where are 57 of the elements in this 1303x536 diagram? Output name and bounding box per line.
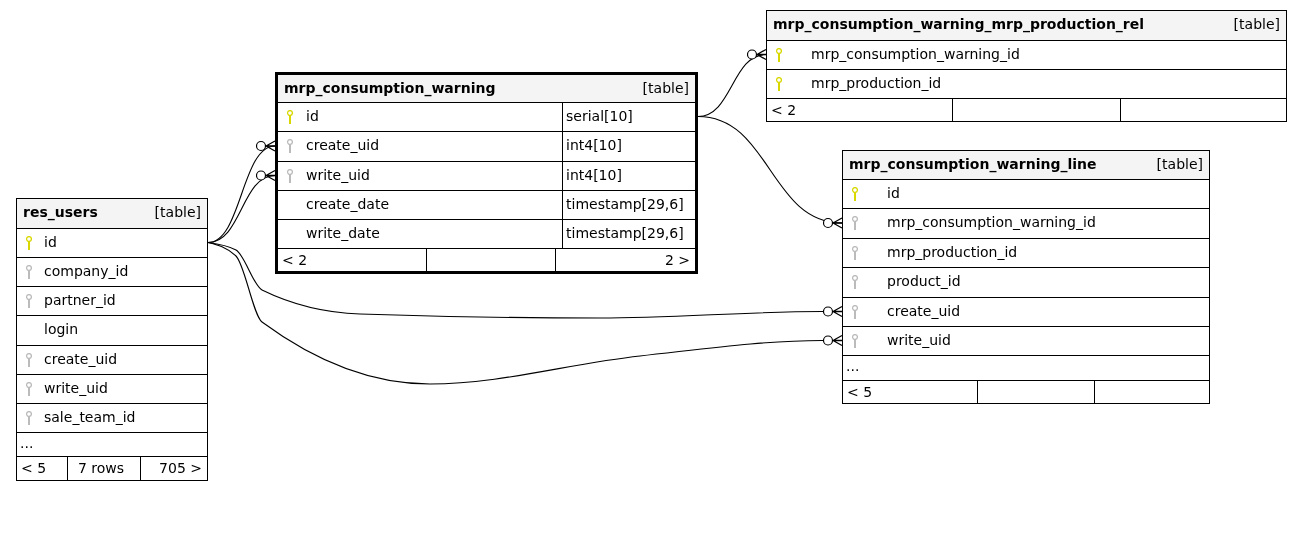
- column-type: timestamp[29,6]: [562, 191, 695, 219]
- column-name: mrp_production_id: [811, 75, 942, 91]
- column-name: login: [44, 321, 79, 337]
- column-name: mrp_consumption_warning_id: [811, 46, 1020, 62]
- column-name: product_id: [887, 273, 961, 289]
- table-type-label: [table]: [642, 80, 689, 96]
- table-type-label: [table]: [1233, 16, 1280, 32]
- pagination-text: < 2: [282, 252, 308, 268]
- column-type: timestamp[29,6]: [562, 220, 695, 248]
- column-name: id: [887, 185, 900, 201]
- table-name: res_users: [23, 204, 98, 220]
- column-name: mrp_production_id: [887, 244, 1018, 260]
- table-footer-row: [767, 98, 1286, 122]
- column-name: create_uid: [887, 303, 961, 319]
- more-columns-text: ...: [20, 435, 34, 451]
- column-name: write_uid: [44, 380, 108, 396]
- column-name: mrp_consumption_warning_id: [887, 214, 1096, 230]
- column-name: write_date: [306, 225, 380, 241]
- column-name: create_uid: [44, 351, 118, 367]
- pagination-text: 2 >: [664, 252, 690, 268]
- pagination-text: < 5: [21, 460, 47, 476]
- pagination-text: < 2: [771, 102, 797, 118]
- pagination-text: 705 >: [159, 460, 202, 476]
- table-footer-row: [278, 248, 695, 274]
- relationship-connector: [207, 241, 843, 385]
- pagination-text: 7 rows: [78, 460, 125, 476]
- column-type: int4[10]: [562, 132, 695, 161]
- column-name: id: [306, 108, 319, 124]
- table-footer-row: [17, 456, 207, 481]
- table-name: mrp_consumption_warning_mrp_production_rel: [773, 16, 1145, 32]
- column-name: id: [44, 234, 57, 250]
- table-row: [278, 131, 695, 161]
- relationship-connector: [207, 241, 843, 319]
- table-name: mrp_consumption_warning: [284, 80, 496, 96]
- pagination-text: < 5: [847, 384, 873, 400]
- database-table: [842, 150, 1210, 404]
- column-name: write_uid: [887, 332, 951, 348]
- table-name: mrp_consumption_warning_line: [849, 156, 1097, 172]
- database-table: [766, 10, 1287, 122]
- column-name: sale_team_id: [44, 409, 136, 425]
- column-type: int4[10]: [562, 162, 695, 190]
- column-name: write_uid: [306, 167, 370, 183]
- column-name: create_date: [306, 196, 389, 212]
- column-type: serial[10]: [562, 103, 695, 131]
- more-columns-text: ...: [846, 358, 860, 374]
- column-name: company_id: [44, 263, 129, 279]
- database-table: [275, 72, 698, 274]
- database-table: [16, 198, 208, 481]
- table-row: [278, 219, 695, 248]
- table-type-label: [table]: [154, 204, 201, 220]
- table-type-label: [table]: [1156, 156, 1203, 172]
- table-row: [278, 190, 695, 219]
- table-footer-row: [843, 380, 1209, 404]
- column-name: partner_id: [44, 292, 116, 308]
- table-row: [278, 161, 695, 190]
- column-name: create_uid: [306, 137, 380, 153]
- relationship-connector: [697, 115, 844, 229]
